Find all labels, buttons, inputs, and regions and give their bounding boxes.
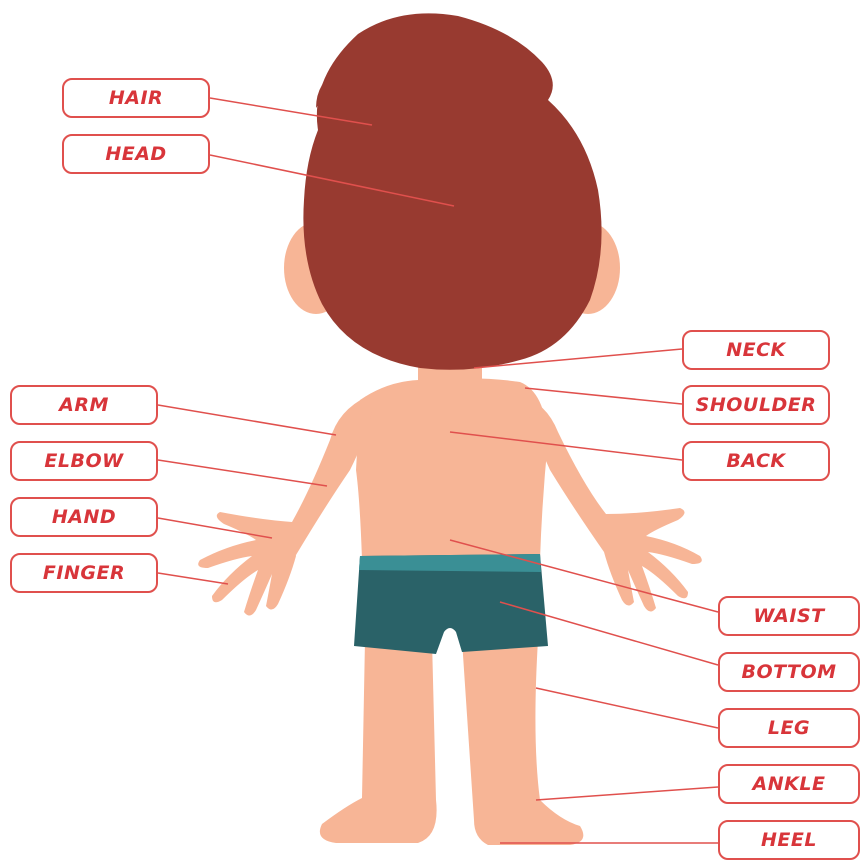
right-hand bbox=[604, 508, 702, 612]
label-neck-text: NECK bbox=[726, 339, 786, 361]
label-shoulder: SHOULDER bbox=[682, 385, 830, 425]
torso bbox=[356, 378, 548, 560]
label-head: HEAD bbox=[62, 134, 210, 174]
label-arm: ARM bbox=[10, 385, 158, 425]
label-arm-text: ARM bbox=[59, 394, 109, 416]
label-finger-text: FINGER bbox=[43, 562, 125, 584]
label-back: BACK bbox=[682, 441, 830, 481]
label-elbow-text: ELBOW bbox=[44, 450, 123, 472]
label-bottom-text: BOTTOM bbox=[741, 661, 836, 683]
label-hair: HAIR bbox=[62, 78, 210, 118]
label-waist: WAIST bbox=[718, 596, 860, 636]
label-elbow: ELBOW bbox=[10, 441, 158, 481]
label-finger: FINGER bbox=[10, 553, 158, 593]
pointer-line-shoulder bbox=[525, 388, 682, 404]
label-head-text: HEAD bbox=[105, 143, 166, 165]
label-leg: LEG bbox=[718, 708, 860, 748]
label-ankle: ANKLE bbox=[718, 764, 860, 804]
label-hair-text: HAIR bbox=[109, 87, 163, 109]
label-hand-text: HAND bbox=[52, 506, 116, 528]
head-hair bbox=[303, 13, 601, 369]
label-heel-text: HEEL bbox=[761, 829, 817, 851]
label-bottom: BOTTOM bbox=[718, 652, 860, 692]
pointer-line-arm bbox=[158, 405, 336, 435]
pointer-line-leg bbox=[536, 688, 718, 728]
label-heel: HEEL bbox=[718, 820, 860, 860]
label-hand: HAND bbox=[10, 497, 158, 537]
right-leg bbox=[462, 640, 583, 845]
label-waist-text: WAIST bbox=[753, 605, 824, 627]
left-leg bbox=[320, 640, 437, 843]
label-back-text: BACK bbox=[726, 450, 785, 472]
label-neck: NECK bbox=[682, 330, 830, 370]
label-ankle-text: ANKLE bbox=[753, 773, 826, 795]
label-shoulder-text: SHOULDER bbox=[696, 394, 817, 416]
pointer-line-finger bbox=[158, 573, 228, 584]
label-leg-text: LEG bbox=[768, 717, 810, 739]
pointer-line-elbow bbox=[158, 460, 327, 486]
pointer-line-ankle bbox=[536, 787, 718, 800]
